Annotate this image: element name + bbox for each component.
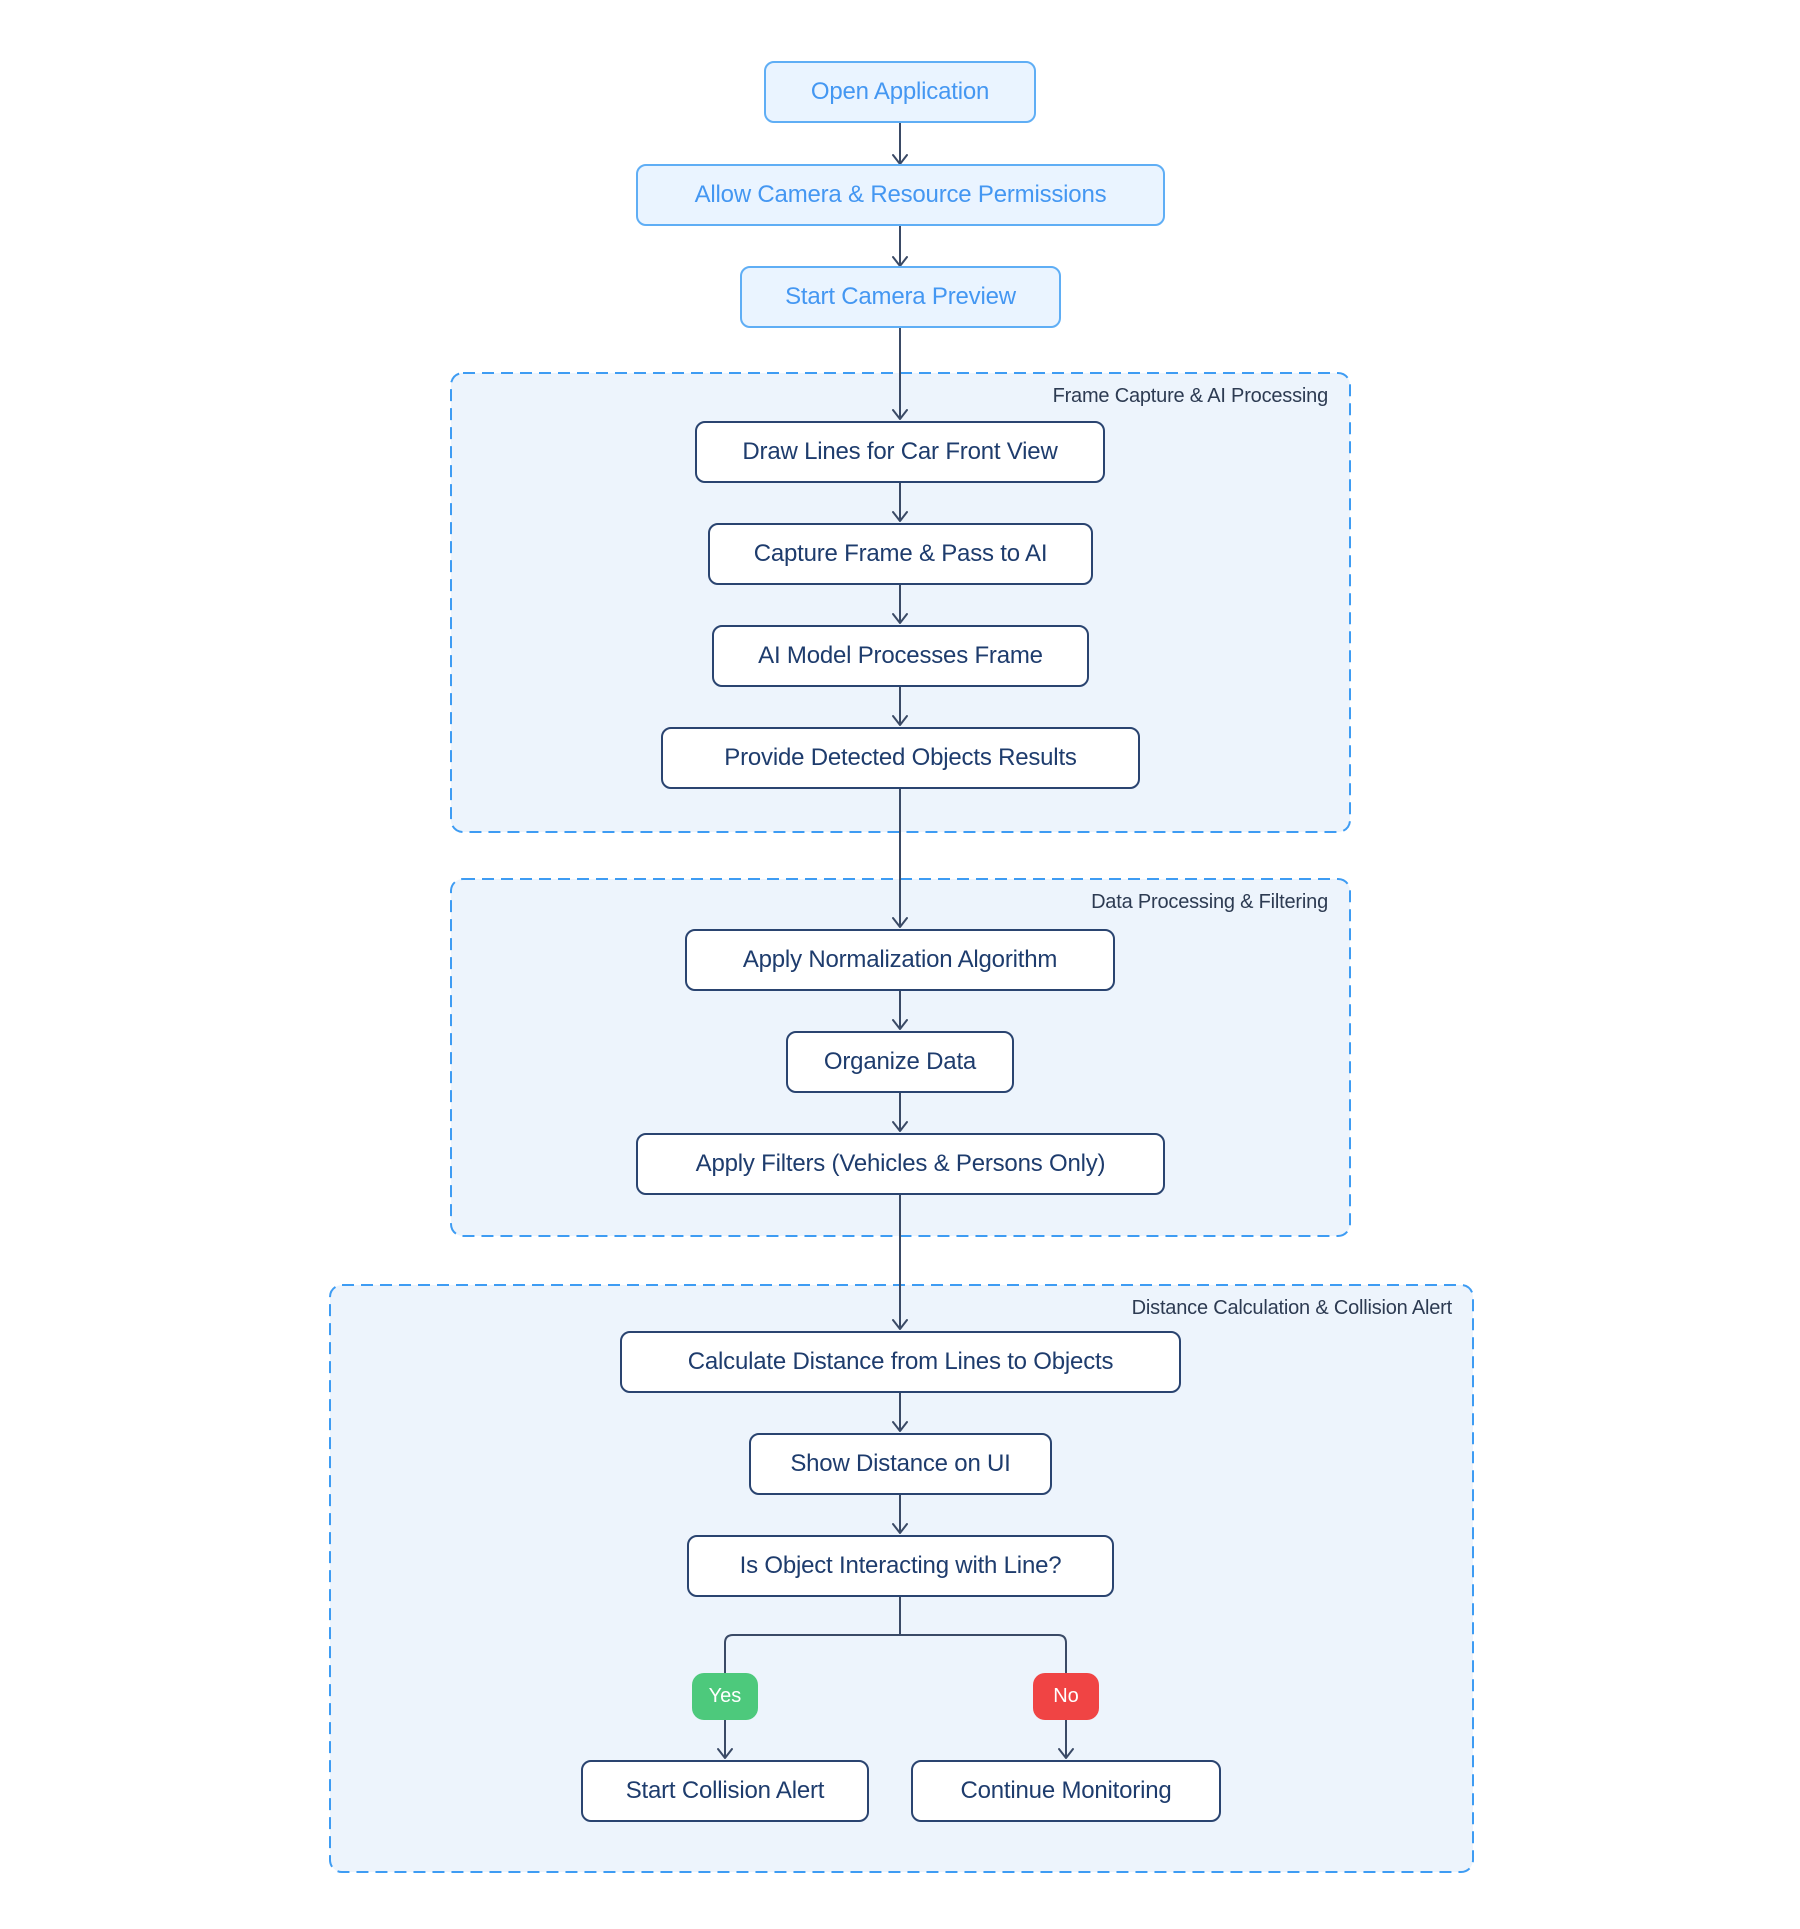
arrow-allow-to-preview [892, 225, 908, 267]
arrow-filters-to-calculate [892, 1194, 908, 1330]
no-badge: No [1033, 1673, 1099, 1720]
group-label-data-processing: Data Processing & Filtering [1091, 891, 1328, 913]
group-label-frame-capture: Frame Capture & AI Processing [1052, 385, 1329, 407]
node-ai-model-processes: AI Model Processes Frame [712, 625, 1089, 687]
yes-badge: Yes [692, 1673, 758, 1720]
arrow-preview-to-drawlines [892, 327, 908, 420]
arrow-open-to-allow [892, 122, 908, 165]
arrow-organize-to-filters [892, 1092, 908, 1132]
arrow-aimodel-to-results [892, 686, 908, 726]
arrow-calculate-to-show [892, 1392, 908, 1432]
node-organize-data: Organize Data [786, 1031, 1014, 1093]
group-label-distance-collision: Distance Calculation & Collision Alert [1131, 1297, 1453, 1319]
node-draw-lines: Draw Lines for Car Front View [695, 421, 1105, 483]
node-show-distance: Show Distance on UI [749, 1433, 1052, 1495]
decision-branch-bar [724, 1634, 1067, 1674]
arrow-normalization-to-organize [892, 990, 908, 1030]
node-provide-results: Provide Detected Objects Results [661, 727, 1140, 789]
arrow-yes-to-alert [717, 1719, 733, 1759]
node-open-application: Open Application [764, 61, 1036, 123]
arrow-results-to-normalization [892, 788, 908, 928]
node-start-collision-alert: Start Collision Alert [581, 1760, 869, 1822]
node-allow-permissions: Allow Camera & Resource Permissions [636, 164, 1165, 226]
node-apply-filters: Apply Filters (Vehicles & Persons Only) [636, 1133, 1165, 1195]
arrow-capture-to-aimodel [892, 584, 908, 624]
node-capture-frame: Capture Frame & Pass to AI [708, 523, 1093, 585]
node-decision-object-interacting: Is Object Interacting with Line? [687, 1535, 1114, 1597]
node-apply-normalization: Apply Normalization Algorithm [685, 929, 1115, 991]
node-start-camera-preview: Start Camera Preview [740, 266, 1061, 328]
arrow-show-to-decision [892, 1494, 908, 1534]
arrow-drawlines-to-capture [892, 482, 908, 522]
node-calculate-distance: Calculate Distance from Lines to Objects [620, 1331, 1181, 1393]
arrow-no-to-monitoring [1058, 1719, 1074, 1759]
node-continue-monitoring: Continue Monitoring [911, 1760, 1221, 1822]
